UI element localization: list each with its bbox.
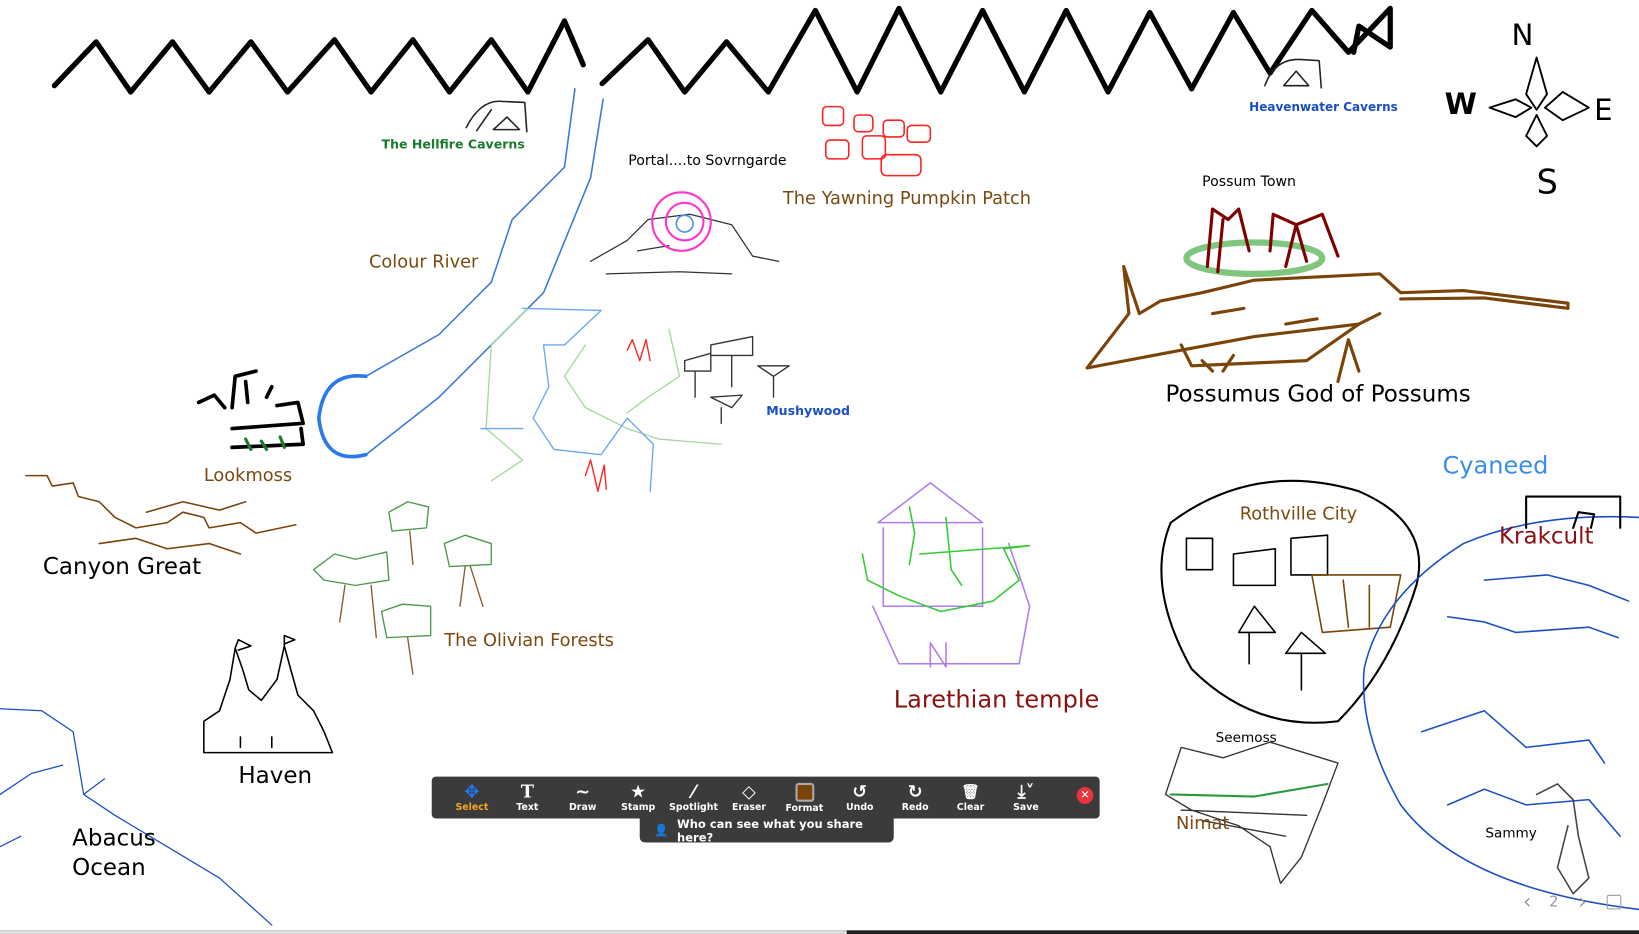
redo-icon: ↻ <box>907 781 923 803</box>
nimat-island <box>1164 741 1339 884</box>
portal-swirl <box>651 191 712 252</box>
draw-icon: ∼ <box>575 781 591 803</box>
canyon-drawing <box>25 474 297 555</box>
possum-god-drawing <box>1085 264 1570 384</box>
trash-icon: 🗑 <box>961 783 980 801</box>
label-possumus: Possumus God of Possums <box>1165 381 1471 408</box>
lake <box>316 373 368 459</box>
label-larethian-temple: Larethian temple <box>893 686 1100 714</box>
label-hellfire-caverns: The Hellfire Caverns <box>381 136 525 152</box>
spotlight-button[interactable]: ⁄Spotlight <box>669 781 718 814</box>
label-sammy: Sammy <box>1485 825 1537 842</box>
share-visibility-tooltip[interactable]: 👤 Who can see what you share here? <box>639 816 894 845</box>
save-button[interactable]: ⤓˅Save <box>1013 781 1039 814</box>
possum-town-grass <box>1183 239 1326 278</box>
new-page-icon[interactable] <box>1606 894 1622 910</box>
prev-page-button[interactable]: ‹ <box>1523 888 1532 914</box>
rothville-boundary <box>1160 479 1421 724</box>
lookmoss-drawing <box>196 369 305 450</box>
label-portal: Portal....to Sovrngarde <box>628 152 787 170</box>
rothville-buildings <box>1185 534 1329 691</box>
undo-icon: ↺ <box>852 781 868 803</box>
haven-castle-drawing <box>203 634 334 754</box>
undo-button[interactable]: ↺Undo <box>845 781 874 814</box>
compass-rose <box>1488 56 1590 148</box>
label-canyon-great: Canyon Great <box>42 554 202 581</box>
label-krakcult: Krakcult <box>1498 523 1594 550</box>
krakcult-building <box>1525 495 1622 529</box>
olivian-forest-drawing <box>312 501 492 639</box>
text-icon: T <box>520 781 534 803</box>
format-button[interactable]: Format <box>777 781 832 814</box>
compass-s: S <box>1536 162 1558 202</box>
star-icon: ★ <box>630 781 647 803</box>
wand-icon: ⁄ <box>692 781 696 803</box>
heavenwater-cavern-drawing <box>1264 58 1323 89</box>
eraser-icon: ◇ <box>742 781 756 803</box>
red-shrubs <box>584 339 651 492</box>
blue-stream <box>480 307 654 492</box>
label-cyaneed: Cyaneed <box>1442 452 1549 480</box>
move-arrows-icon: ✥ <box>464 781 480 803</box>
close-icon: ✕ <box>1080 788 1090 802</box>
next-page-button[interactable]: › <box>1578 888 1587 914</box>
sammy-drawing <box>1535 783 1590 895</box>
hellfire-cavern-drawing <box>465 100 528 133</box>
compass-w: W <box>1444 86 1477 122</box>
label-olivian-forests: The Olivian Forests <box>444 630 614 652</box>
redo-button[interactable]: ↻Redo <box>901 781 929 814</box>
taskbar-strip <box>0 930 1639 934</box>
pumpkin-patch-drawing <box>821 105 932 177</box>
label-nimat: Nimat <box>1175 813 1230 835</box>
clear-button[interactable]: 🗑Clear <box>943 782 998 813</box>
save-icon: ⤓˅ <box>1017 781 1035 803</box>
cyaneed-waves <box>1420 574 1630 838</box>
page-number: 2 <box>1549 893 1559 911</box>
label-lookmoss: Lookmoss <box>203 465 293 487</box>
mountain-range <box>51 5 1393 95</box>
close-toolbar-button[interactable]: ✕ <box>1076 787 1094 804</box>
tooltip-text: Who can see what you share here? <box>677 816 863 845</box>
larethian-temple-drawing <box>872 482 1031 668</box>
mushywood-drawing <box>683 335 790 425</box>
label-colour-river: Colour River <box>368 251 479 273</box>
compass-e: E <box>1594 93 1613 128</box>
label-heavenwater-caverns: Heavenwater Caverns <box>1249 99 1398 114</box>
label-possum-town: Possum Town <box>1202 173 1296 191</box>
abacus-coast <box>0 708 273 926</box>
label-mushywood: Mushywood <box>766 403 850 419</box>
draw-button[interactable]: ∼Draw <box>569 781 597 814</box>
user-shield-icon: 👤 <box>654 823 669 838</box>
label-pumpkin-patch: The Yawning Pumpkin Patch <box>782 188 1032 210</box>
eraser-button[interactable]: ◇Eraser <box>731 781 766 814</box>
label-abacus: Abacus <box>72 825 156 852</box>
portal-mountain <box>589 213 780 275</box>
label-seemoss: Seemoss <box>1215 730 1277 747</box>
label-rothville: Rothville City <box>1239 503 1358 525</box>
green-river-area <box>485 307 722 482</box>
label-ocean: Ocean <box>72 855 146 882</box>
colour-river <box>365 88 604 456</box>
select-button[interactable]: ✥Select <box>455 781 489 814</box>
label-haven: Haven <box>238 763 313 790</box>
cyaneed-coast <box>1362 515 1639 911</box>
compass-n: N <box>1511 17 1534 53</box>
stamp-button[interactable]: ★Stamp <box>621 781 656 814</box>
color-swatch-icon <box>794 782 814 802</box>
possum-town-buildings <box>1205 207 1340 274</box>
